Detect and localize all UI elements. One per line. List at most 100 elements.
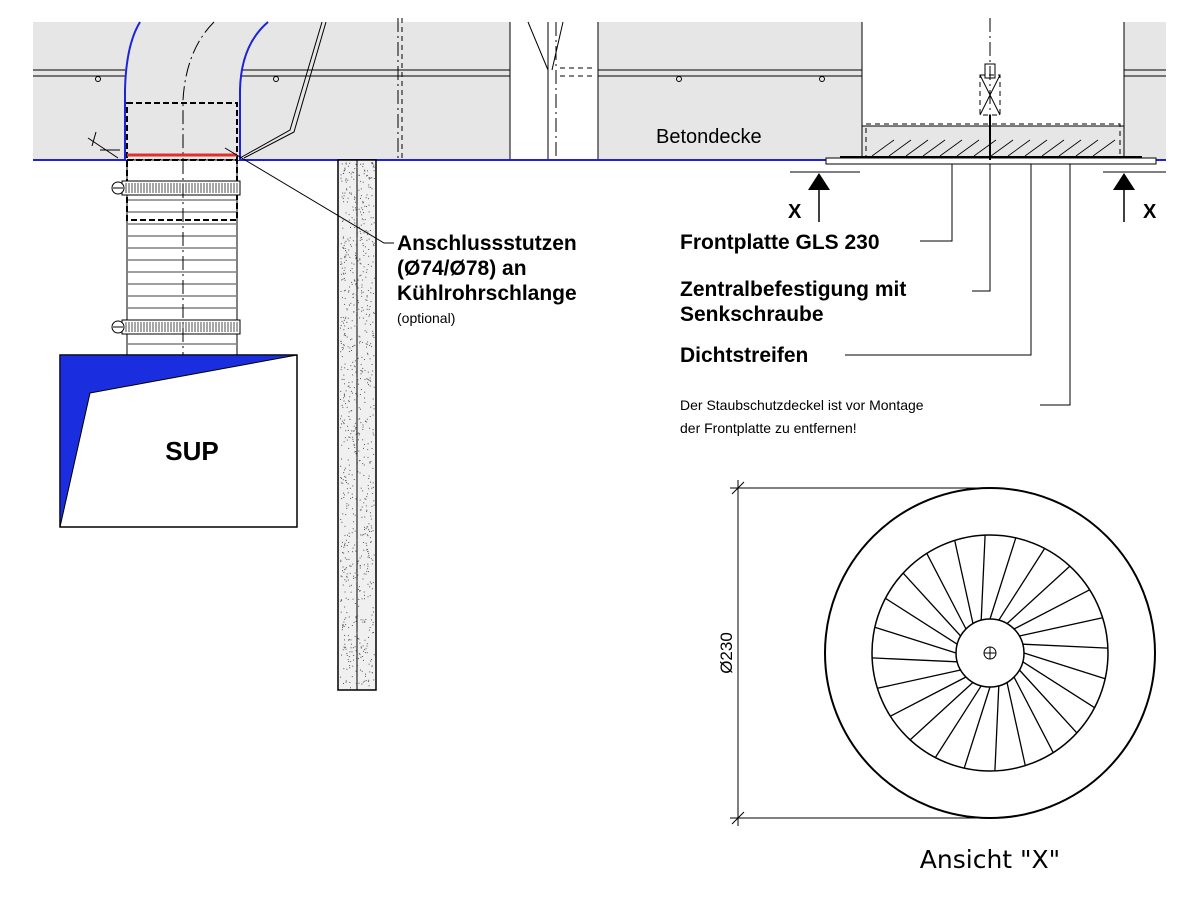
insulation-dot [350,302,352,304]
insulation-dot [344,569,346,571]
insulation-dot [366,645,368,647]
insulation-dot [373,408,375,410]
insulation-dot [368,184,370,186]
insulation-dot [343,374,345,376]
insulation-dot [360,389,362,390]
insulation-dot [363,650,364,652]
insulation-dot [368,557,370,558]
insulation-dot [371,487,373,489]
insulation-dot [372,467,374,469]
insulation-dot [344,437,346,439]
insulation-dot [362,429,364,430]
insulation-dot [350,193,352,195]
insulation-dot [344,170,346,171]
insulation-dot [366,643,368,645]
insulation-dot [355,620,357,622]
insulation-dot [354,577,356,579]
insulation-dot [363,456,365,458]
insulation-dot [372,330,374,332]
insulation-dot [362,681,364,683]
insulation-dot [364,652,366,654]
insulation-dot [342,278,344,280]
sup-label: SUP [165,436,218,466]
radial-vane [1006,682,1026,766]
radial-vane [885,597,958,645]
insulation-dot [356,377,358,379]
insulation-dot [371,195,373,197]
insulation-dot [371,162,372,164]
insulation-dot [369,461,371,463]
insulation-dot [359,509,361,511]
insulation-dot [355,244,357,246]
insulation-dot [362,619,364,621]
radial-vane [1018,669,1078,734]
insulation-dot [356,189,358,191]
insulation-dot [343,546,345,548]
insulation-dot [367,583,369,585]
insulation-dot [354,422,356,424]
insulation-dot [350,339,351,341]
insulation-dot [369,379,371,381]
section-vane [973,139,997,157]
insulation-dot [372,559,374,561]
insulation-dot [347,369,349,370]
insulation-dot [350,173,352,175]
insulation-dot [364,639,366,641]
insulation-dot [358,682,360,684]
insulation-dot [360,619,362,621]
insulation-dot [342,626,343,628]
insulation-dot [342,513,344,515]
insulation-dot [344,639,345,641]
insulation-dot [345,255,347,257]
insulation-dot [341,279,343,281]
insulation-dot [359,567,361,569]
insulation-dot [370,541,372,543]
insulation-dot [344,647,346,649]
radial-vane [909,681,974,741]
insulation-dot [360,197,361,199]
insulation-dot [344,476,346,478]
insulation-dot [340,399,341,400]
insulation-dot [366,175,367,177]
insulation-dot [356,310,358,312]
insulation-dot [363,173,365,175]
insulation-dot [341,163,343,165]
section-vane [1092,139,1116,157]
insulation-dot [349,565,351,567]
insulation-dot [371,665,373,667]
insulation-dot [348,464,350,466]
insulation-dot [349,418,351,420]
inlet-note-line1: Anschlussstutzen [397,232,577,255]
insulation-dot [366,174,368,176]
insulation-dot [372,217,374,219]
insulation-dot [353,263,355,265]
insulation-dot [365,673,366,675]
insulation-dot [360,378,361,380]
insulation-dot [363,573,365,575]
insulation-dot [357,379,359,381]
insulation-dot [367,556,369,558]
insulation-dot [347,346,349,348]
insulation-dot [342,246,344,248]
insulation-dot [364,649,366,651]
insulation-dot [356,366,358,368]
insulation-dot [362,645,364,647]
insulation-dot [351,676,353,678]
insulation-dot [370,541,371,543]
radial-vane [934,685,982,758]
insulation-dot [367,568,369,570]
view-x: Ø230 Ansicht "X" [717,480,1156,874]
insulation-dot [371,346,373,348]
insulation-dot [342,482,344,484]
insulation-dot [346,503,348,505]
insulation-dot [364,516,366,518]
insulation-dot [356,324,358,326]
insulation-dot [364,205,366,207]
insulation-dot [345,179,347,181]
insulation-dot [356,316,358,318]
insulation-dot [370,515,372,517]
insulation-dot [368,488,370,490]
section-vane [1024,139,1048,157]
insulation-dot [353,444,355,446]
insulation-dot [366,549,368,551]
